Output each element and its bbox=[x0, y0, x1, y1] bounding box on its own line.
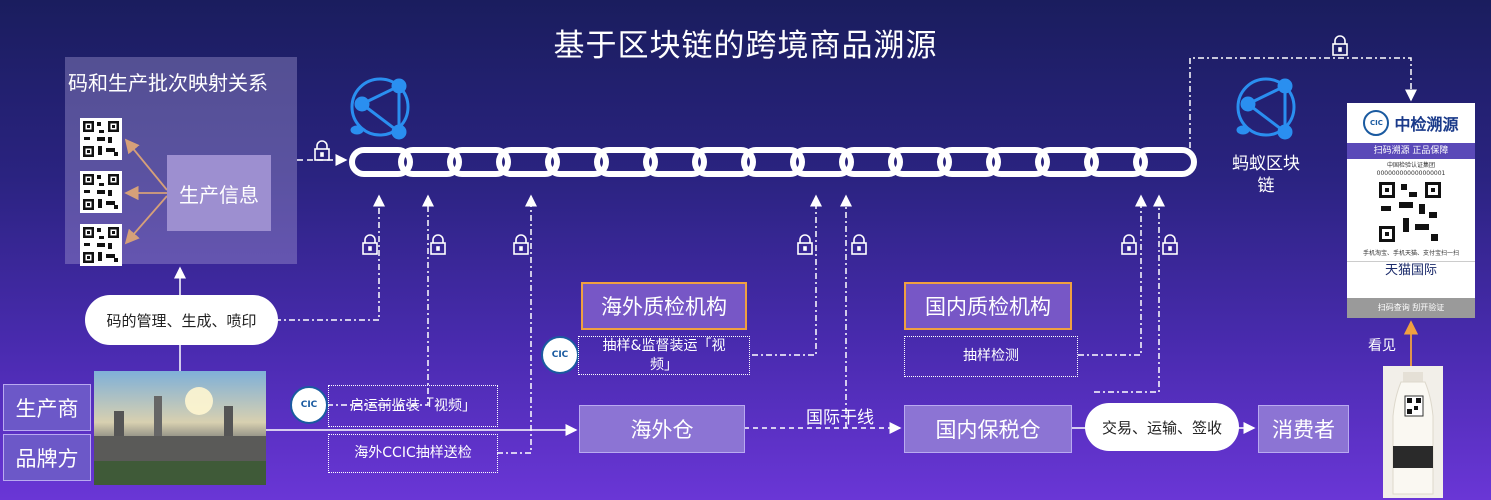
card-hint: 手机淘宝、手机天猫、支付宝扫一扫 bbox=[1362, 250, 1459, 257]
lock-icon bbox=[1121, 234, 1137, 255]
prodinfo-to-qr3-arrow bbox=[124, 195, 168, 245]
chain-link bbox=[643, 147, 707, 177]
lock-icon bbox=[851, 234, 867, 255]
chain-link bbox=[741, 147, 805, 177]
ant-blockchain-label: 蚂蚁区块 链 bbox=[1226, 153, 1306, 197]
qr-code-icon bbox=[80, 224, 122, 266]
lock-icon bbox=[513, 234, 529, 255]
overseas-sampling-to-chain-arrow bbox=[752, 194, 822, 356]
lock-icon bbox=[797, 234, 813, 255]
lock-icon bbox=[1162, 234, 1178, 255]
manufacturer-box: 生产商 bbox=[3, 384, 91, 431]
blockchain-chain bbox=[349, 147, 1197, 177]
bonded-to-chain-arrow bbox=[1094, 194, 1165, 393]
card-group: 中国检验认证集团 bbox=[1386, 162, 1435, 169]
chain-link bbox=[349, 147, 413, 177]
chain-link bbox=[937, 147, 1001, 177]
diagram-title: 基于区块链的跨境商品溯源 bbox=[553, 28, 938, 64]
chain-link bbox=[692, 147, 756, 177]
ccic-logo-icon: CIC bbox=[541, 336, 579, 374]
domestic-sampling-to-chain-arrow bbox=[1078, 194, 1147, 356]
chain-link bbox=[790, 147, 854, 177]
ant-blockchain-label-line1: 蚂蚁区块 bbox=[1232, 154, 1300, 174]
prodinfo-to-qr1-arrow bbox=[124, 138, 168, 191]
lock-icon bbox=[1332, 35, 1348, 56]
chain-link bbox=[1035, 147, 1099, 177]
milk-bottle-photo bbox=[1383, 366, 1443, 498]
card-header: CIC 中检溯源 bbox=[1347, 103, 1475, 143]
overseas-sampling-box: 抽样&监督装运「视频」 bbox=[578, 336, 750, 375]
chain-to-card-arrow bbox=[1189, 57, 1417, 148]
ccic-sampling-box: 海外CCIC抽样送检 bbox=[328, 434, 498, 473]
production-info-box: 生产信息 bbox=[167, 155, 271, 231]
card-brand: 中检溯源 bbox=[1394, 115, 1459, 134]
qr-code-icon bbox=[80, 171, 122, 213]
chain-link bbox=[839, 147, 903, 177]
lock-icon bbox=[362, 234, 378, 255]
card-footer: 扫码查询 刮开验证 bbox=[1347, 298, 1475, 318]
chain-link bbox=[545, 147, 609, 177]
blockchain-network-icon bbox=[350, 77, 410, 140]
milk-bottle-illustration bbox=[1383, 366, 1443, 498]
see-label: 看见 bbox=[1368, 338, 1396, 354]
domestic-sampling-box: 抽样检测 bbox=[904, 336, 1078, 377]
qr-code-icon bbox=[80, 118, 122, 160]
overseas-warehouse-box: 海外仓 bbox=[579, 405, 745, 453]
ccic-logo-icon: CIC bbox=[290, 386, 328, 424]
overseas-qc-box: 海外质检机构 bbox=[581, 282, 747, 330]
chain-link bbox=[888, 147, 952, 177]
chain-link bbox=[986, 147, 1050, 177]
factory-photo bbox=[94, 371, 266, 485]
lock-icon bbox=[314, 140, 330, 161]
chain-link bbox=[594, 147, 658, 177]
chain-link bbox=[496, 147, 560, 177]
card-tmall: 天猫国际 bbox=[1347, 261, 1475, 280]
trade-transport-cloud: 交易、运输、签收 bbox=[1090, 408, 1234, 446]
chain-link bbox=[398, 147, 462, 177]
ccic-to-chain-arrow bbox=[497, 194, 537, 454]
card-banner: 扫码溯源 正品保障 bbox=[1347, 143, 1475, 159]
cloud-to-chain-arrow bbox=[275, 194, 385, 321]
blockchain-network-icon bbox=[1236, 77, 1296, 140]
qr-code-icon bbox=[1377, 180, 1443, 244]
traceability-label-card: CIC 中检溯源 扫码溯源 正品保障 中国检验认证集团 000000000000… bbox=[1347, 103, 1475, 318]
ccic-logo-icon: CIC bbox=[1363, 110, 1390, 136]
panel-title: 码和生产批次映射关系 bbox=[68, 71, 268, 95]
brand-box: 品牌方 bbox=[3, 434, 91, 481]
ant-blockchain-label-line2: 链 bbox=[1257, 176, 1275, 196]
domestic-qc-box: 国内质检机构 bbox=[904, 282, 1072, 330]
bonded-warehouse-box: 国内保税仓 bbox=[904, 405, 1072, 453]
lock-icon bbox=[430, 234, 446, 255]
factory-illustration bbox=[94, 387, 266, 485]
card-number: 000000000000000001 bbox=[1376, 170, 1446, 177]
chain-link bbox=[1133, 147, 1197, 177]
code-management-cloud: 码的管理、生成、喷印 bbox=[90, 300, 273, 340]
preship-supervision-box: 启运前监装「视频」 bbox=[328, 385, 498, 427]
chain-link bbox=[447, 147, 511, 177]
chain-link bbox=[1084, 147, 1148, 177]
international-trunk-label: 国际干线 bbox=[806, 408, 874, 428]
preship-to-chain-arrow bbox=[327, 194, 434, 406]
consumer-box: 消费者 bbox=[1258, 405, 1349, 453]
